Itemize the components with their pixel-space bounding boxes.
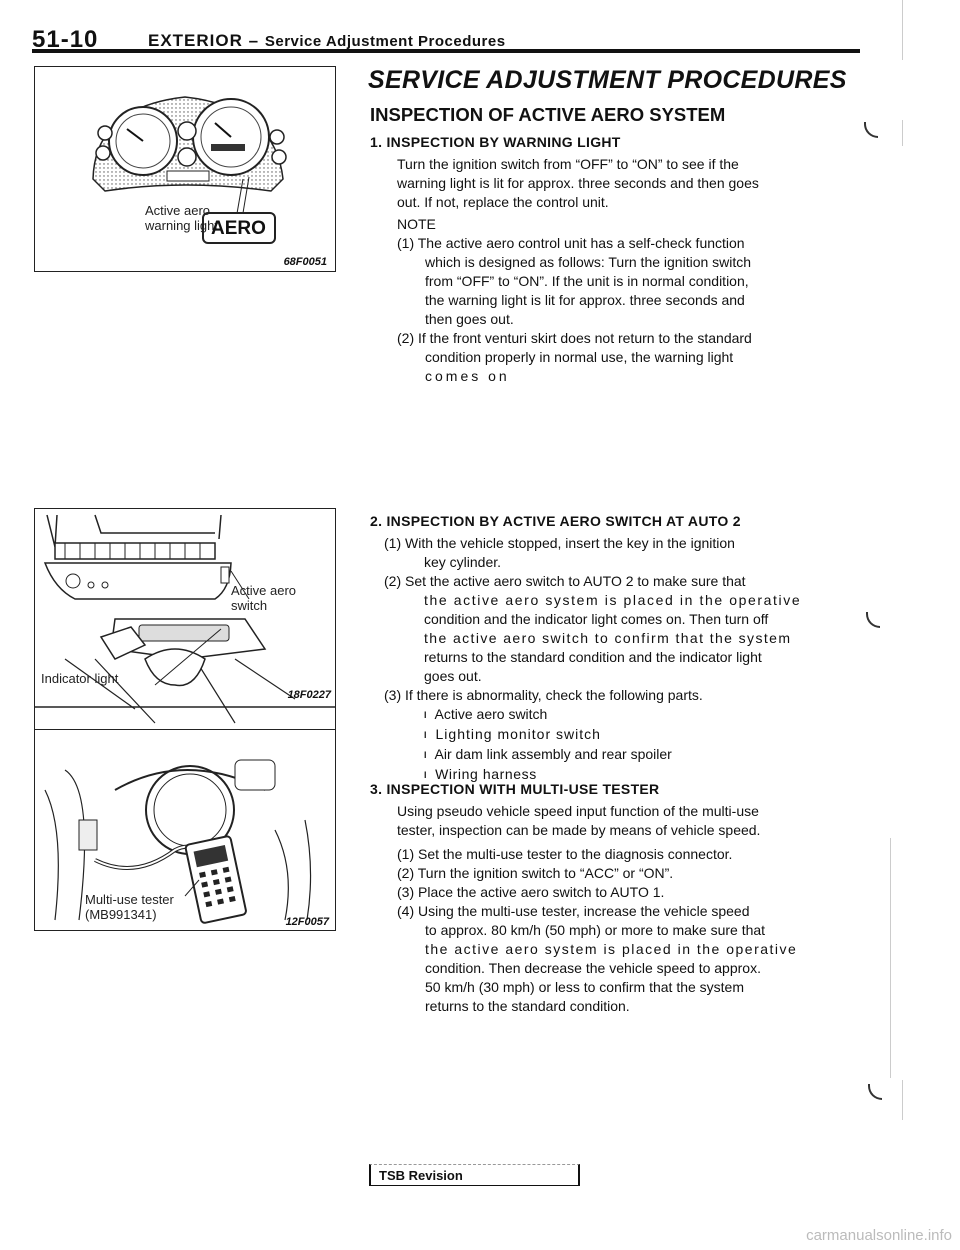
text-line: returns to the standard condition. [425,998,630,1014]
text-line: the warning light is lit for approx. thr… [425,292,745,308]
text-line: goes out. [424,668,482,684]
binding-mark [868,1084,882,1100]
text-line: tester, inspection can be made by means … [397,822,761,838]
margin-line [890,838,891,1078]
section-3-body: Using pseudo vehicle speed input functio… [397,802,828,840]
binding-mark [864,122,878,138]
list-item: Wiring harness [424,765,672,785]
text-line: condition and the indicator light comes … [424,611,769,627]
text-line: (3) Place the active aero switch to AUTO… [397,884,665,900]
text-line: warning light is lit for approx. three s… [397,175,759,191]
text-line: Using pseudo vehicle speed input functio… [397,803,759,819]
text-line: (1) Set the multi-use tester to the diag… [397,846,733,862]
text-line: condition. Then decrease the vehicle spe… [425,960,761,976]
section-2-item-3: (3) If there is abnormality, check the f… [384,687,703,703]
console-illustration [35,514,335,724]
figure-active-aero-switch: Active aero switch Indicator light 18F02… [34,508,336,730]
figure-code: 12F0057 [285,916,329,928]
margin-line [902,120,903,146]
figure-code: 18F0227 [287,689,331,701]
list-item: Lighting monitor switch [424,725,672,745]
text-line: (1) The active aero control unit has a s… [397,235,745,251]
text-line: Turn the ignition switch from “OFF” to “… [397,156,739,172]
text-line: (1) With the vehicle stopped, insert the… [384,535,735,551]
figure-label-warning-light: Active aero warning light [145,203,218,233]
text-line: from “OFF” to “ON”. If the unit is in no… [425,273,749,289]
page-title: SERVICE ADJUSTMENT PROCEDURES [368,66,847,94]
list-item: Active aero switch [424,705,672,725]
watermark: carmanualsonline.info [806,1227,952,1244]
figure-label-tester: Multi-use tester (MB991341) [85,892,174,922]
text-line: the active aero system is placed in the … [424,592,802,608]
text-line: key cylinder. [424,554,502,570]
figure-label-line-1: Active aero [145,203,211,218]
figure-warning-light: Active aero warning light AERO 68F0051 [34,66,336,272]
figure-label-line-1: Multi-use tester [85,892,174,907]
aero-badge: AERO [211,218,266,239]
tester-illustration [44,759,312,924]
text-line: (2) If the front venturi skirt does not … [397,330,752,346]
text-line: returns to the standard condition and th… [424,649,762,665]
page-subtitle: INSPECTION OF ACTIVE AERO SYSTEM [370,104,726,125]
text-line: the active aero system is placed in the … [425,941,798,957]
text-line: condition properly in normal use, the wa… [425,349,734,365]
section-1-body: Turn the ignition switch from “OFF” to “… [397,155,826,212]
header-rule [32,49,860,53]
text-line: (2) Turn the ignition switch to “ACC” or… [397,865,674,881]
figure-label-line-2: (MB991341) [85,907,157,922]
section-2-item-1: (1) With the vehicle stopped, insert the… [384,534,828,572]
figure-label-indicator: Indicator light [41,671,119,686]
text-line: which is designed as follows: Turn the i… [425,254,752,270]
section-3-heading: 3. INSPECTION WITH MULTI-USE TESTER [370,781,660,797]
text-line: then goes out. [425,311,514,327]
section-title: EXTERIOR – Service Adjustment Procedures [148,31,506,51]
instrument-cluster-illustration [92,96,287,244]
binding-mark [866,612,880,628]
section-1-heading: 1. INSPECTION BY WARNING LIGHT [370,134,621,150]
section-3-steps: (1) Set the multi-use tester to the diag… [397,845,828,1016]
text-line: comes on [425,368,510,384]
figure-code: 68F0051 [283,256,327,268]
tsb-revision-box: TSB Revision [369,1164,580,1186]
margin-line [902,0,903,60]
section-2-item-2: (2) Set the active aero switch to AUTO 2… [384,572,828,686]
margin-line [902,1080,903,1120]
text-line: the active aero switch to confirm that t… [424,630,792,646]
note-item-2: (2) If the front venturi skirt does not … [397,329,826,386]
note-item-1: (1) The active aero control unit has a s… [397,234,826,329]
text-line: out. If not, replace the control unit. [397,194,609,210]
note-label: NOTE [397,216,436,232]
figure-label-line-2: warning light [145,218,218,233]
parts-list: Active aero switch Lighting monitor swit… [424,705,672,785]
list-item: Air dam link assembly and rear spoiler [424,745,672,765]
section-subtitle: Service Adjustment Procedures [264,33,506,50]
section-2-heading: 2. INSPECTION BY ACTIVE AERO SWITCH AT A… [370,513,741,529]
section-name: EXTERIOR [148,31,243,50]
text-line: to approx. 80 km/h (50 mph) or more to m… [425,922,766,938]
text-line: (4) Using the multi-use tester, increase… [397,903,750,919]
section-dash: – [248,31,260,50]
text-line: (2) Set the active aero switch to AUTO 2… [384,573,746,589]
figure-label-switch: Active aero switch [231,583,297,613]
page-number: 51-10 [32,26,99,53]
text-line: 50 km/h (30 mph) or less to confirm that… [425,979,745,995]
figure-multi-use-tester: Multi-use tester (MB991341) 12F0057 [34,730,336,931]
